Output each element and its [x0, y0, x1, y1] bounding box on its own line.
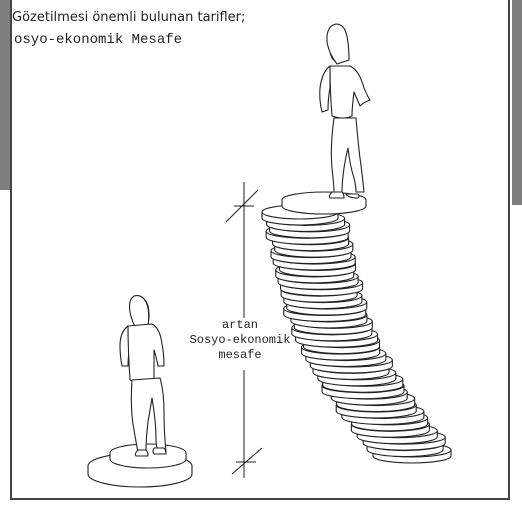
- distance-label: artan Sosyo-ekonomik mesafe: [180, 318, 300, 363]
- person-standing-top-icon: [320, 24, 370, 198]
- distance-label-line2: Sosyo-ekonomik: [180, 333, 300, 348]
- distance-label-line1: artan: [180, 318, 300, 333]
- person-standing-bottom-icon: [120, 296, 166, 456]
- distance-label-line3: mesafe: [180, 348, 300, 363]
